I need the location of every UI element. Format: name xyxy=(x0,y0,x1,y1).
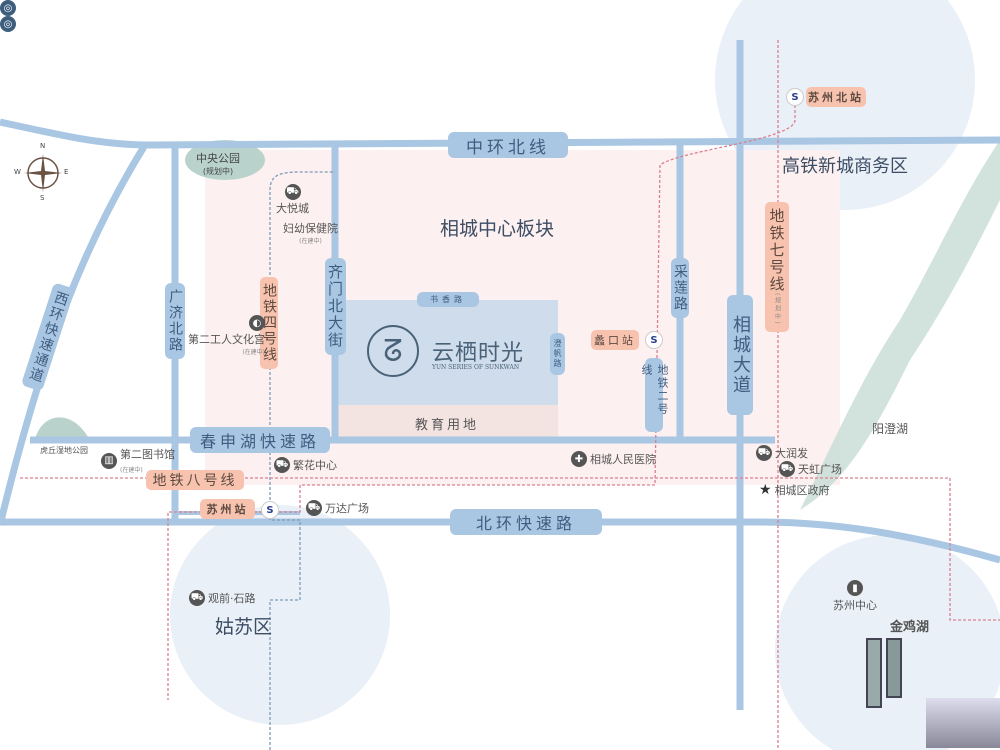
poi-darunfa[interactable]: ⛟大润发 xyxy=(756,445,808,461)
metro-line4-path xyxy=(269,171,335,750)
central-park xyxy=(185,140,265,180)
district-yangchenghu: 阳澄湖 xyxy=(872,422,909,436)
poi-label: 妇幼保健院 xyxy=(283,222,338,235)
poi-guanqian[interactable]: ⛟观前·石路 xyxy=(189,590,256,606)
road-chengfan: 澄帆路 xyxy=(550,333,565,375)
culture-icon: ◐ xyxy=(249,315,265,331)
project-name: 云栖时光 xyxy=(432,341,525,366)
poi-label: 相城人民医院 xyxy=(590,453,656,466)
poi-note: (在建中) xyxy=(120,467,143,474)
metro-icon: S xyxy=(786,88,804,106)
shopping-icon: ⛟ xyxy=(274,457,290,473)
road-cailian: 采莲路 xyxy=(671,258,689,318)
station-suzhou[interactable]: 苏州站 xyxy=(200,499,255,519)
road-shuxiang: 书香路 xyxy=(417,292,479,307)
shopping-icon: ⛟ xyxy=(756,445,772,461)
district-gaotie: 高铁新城商务区 xyxy=(782,156,908,177)
road-qimen: 齐门北大街 xyxy=(325,258,346,355)
hospital-icon: ✚ xyxy=(571,451,587,467)
education-land: 教育用地 xyxy=(415,418,480,433)
shopping-icon: ⛟ xyxy=(284,184,301,200)
poi-fuyou[interactable]: 妇幼保健院 (在建中) xyxy=(283,220,338,245)
poi-library[interactable]: ▥第二图书馆 (在建中) xyxy=(101,446,175,475)
metro-line7-label: 地铁七号线 xyxy=(767,208,786,293)
book-icon: ▥ xyxy=(101,452,117,469)
poi-label: 繁花中心 xyxy=(293,459,337,472)
landmark-illustration xyxy=(866,638,1000,750)
poi-label: 相城区政府 xyxy=(774,484,830,497)
road-xiangcheng: 相城大道 xyxy=(727,295,753,415)
poi-label: 第二工人文化宫 xyxy=(188,333,265,346)
park-central-note: (规划中) xyxy=(202,167,234,176)
poi-label: 观前·石路 xyxy=(208,592,256,605)
compass-s: S xyxy=(40,194,45,202)
poi-label: 苏州中心 xyxy=(833,599,877,612)
metro-icon: S xyxy=(261,501,279,519)
park-central-label: 中央公园 xyxy=(196,152,240,165)
building-icon: ▮ xyxy=(847,580,863,596)
shopping-icon: ⛟ xyxy=(779,461,795,477)
metro-line7-note: (规划中) xyxy=(773,293,781,326)
district-xiangcheng-center: 相城中心板块 xyxy=(440,218,555,240)
park-central: 中央公园 (规划中) xyxy=(196,150,240,177)
compass-n: N xyxy=(40,142,46,150)
poi-fanhua[interactable]: ⛟繁花中心 xyxy=(274,457,337,473)
railway-icon: ◎ xyxy=(0,16,16,32)
poi-label: 大悦城 xyxy=(276,202,309,215)
compass-e: E xyxy=(64,168,69,176)
shopping-icon: ⛟ xyxy=(189,590,205,606)
railway-icon: ◎ xyxy=(0,0,16,16)
road-chunshenhu: 春申湖快速路 xyxy=(190,427,330,453)
road-zhonghuan: 中环北线 xyxy=(448,132,568,158)
poi-label: 大润发 xyxy=(775,447,808,460)
poi-tianhong[interactable]: ⛟天虹广场 xyxy=(779,461,842,477)
poi-culture[interactable]: ◐ 第二工人文化宫 (在建中) xyxy=(188,315,265,356)
district-gusu: 姑苏区 xyxy=(215,616,273,638)
metro-line2: 地铁二号线 xyxy=(640,358,669,432)
education-block xyxy=(338,405,558,440)
station-suzhou-north[interactable]: 苏州北站 xyxy=(806,87,866,107)
metro-line7: 地铁七号线(规划中) xyxy=(765,202,789,332)
metro-lines xyxy=(20,40,1000,750)
project-english: YUN SERIES OF SUNKWAN xyxy=(432,364,520,371)
huqiu-park xyxy=(35,417,90,440)
poi-note: (在建中) xyxy=(299,238,322,245)
poi-hospital[interactable]: ✚相城人民医院 xyxy=(571,451,656,467)
poi-wanda[interactable]: ⛟万达广场 xyxy=(306,500,369,516)
poi-dayuecheng[interactable]: ⛟ 大悦城 xyxy=(276,184,309,216)
star-icon: ★ xyxy=(759,482,772,498)
park-huqiu: 虎丘湿地公园 xyxy=(40,446,88,455)
poi-label: 万达广场 xyxy=(325,502,369,515)
compass-w: W xyxy=(14,168,21,176)
compass: N S E W xyxy=(14,142,69,202)
shopping-icon: ⛟ xyxy=(306,500,322,516)
gusu-circle xyxy=(170,505,390,725)
project-logo: ᘔ xyxy=(367,325,419,377)
metro-line4: 地铁四号线 xyxy=(260,277,278,369)
poi-gov[interactable]: ★相城区政府 xyxy=(759,482,830,498)
poi-label: 天虹广场 xyxy=(798,463,842,476)
district-jinjihu: 金鸡湖 xyxy=(890,620,930,635)
poi-suzhou-center[interactable]: ▮ 苏州中心 xyxy=(833,580,877,613)
poi-note: (在建中) xyxy=(242,349,265,356)
station-likou[interactable]: 蠡口站 xyxy=(591,330,639,350)
metro-icon: S xyxy=(645,331,663,349)
yangchenghu-lake xyxy=(800,140,1000,510)
road-guangji: 广济北路 xyxy=(165,283,185,359)
poi-label: 第二图书馆 xyxy=(120,448,175,461)
road-beihuan: 北环快速路 xyxy=(450,509,602,535)
metro-line8: 地铁八号线 xyxy=(146,470,244,490)
